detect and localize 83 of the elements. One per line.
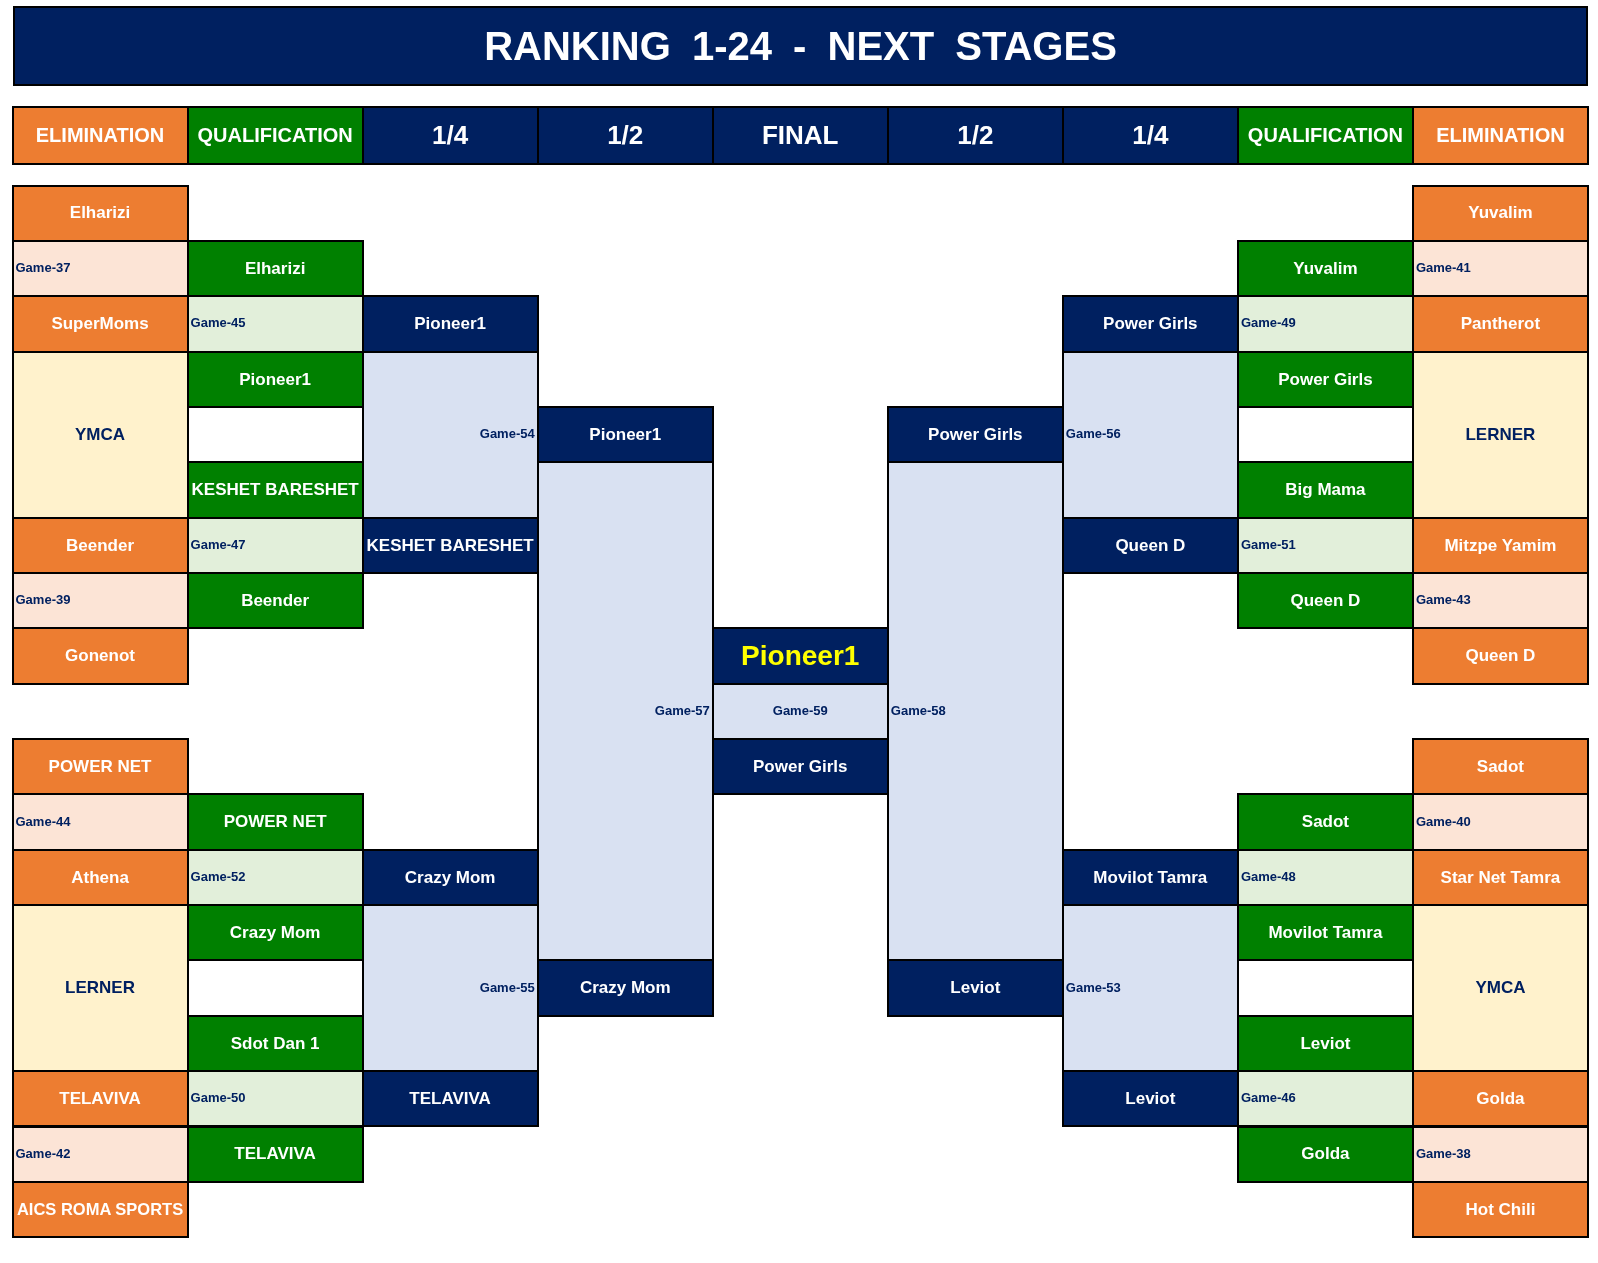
team-cell: Crazy Mom (536, 959, 714, 1017)
game-cell: Game-55 (361, 904, 539, 1073)
team-cell: TELAVIVA (186, 1125, 364, 1183)
team-cell: Leviot (886, 959, 1064, 1017)
team-cell: Yuvalim (1236, 239, 1414, 298)
team-cell: AICS ROMA SPORTS (11, 1180, 189, 1239)
team-cell: Pioneer1 (536, 405, 714, 464)
team-cell: Leviot (1236, 1014, 1414, 1073)
game-cell: Game-43 (1411, 572, 1589, 630)
game-cell: Game-59 (711, 682, 889, 741)
game-cell: Game-45 (186, 295, 364, 353)
team-cell: YMCA (1411, 904, 1589, 1073)
game-cell: Game-54 (361, 350, 539, 519)
team-cell: TELAVIVA (11, 1070, 189, 1128)
stage-header: 1/4 (1061, 106, 1239, 165)
team-cell: Queen D (1411, 627, 1589, 685)
stage-header: FINAL (711, 106, 889, 165)
team-cell: Gonenot (11, 627, 189, 685)
team-cell: Sdot Dan 1 (186, 1014, 364, 1073)
winner-cell: Pioneer1 (711, 627, 889, 685)
team-cell: Big Mama (1236, 461, 1414, 519)
team-cell: Leviot (1061, 1070, 1239, 1128)
team-cell: Golda (1411, 1070, 1589, 1128)
team-cell: Power Girls (1061, 295, 1239, 353)
stage-header: 1/4 (361, 106, 539, 165)
team-cell: POWER NET (186, 793, 364, 851)
game-cell: Game-42 (11, 1125, 189, 1183)
team-cell: Pantherot (1411, 295, 1589, 353)
team-cell: Power Girls (711, 738, 889, 796)
team-cell: Crazy Mom (361, 848, 539, 907)
team-cell: Elharizi (11, 184, 189, 242)
game-cell: Game-41 (1411, 239, 1589, 298)
team-cell: YMCA (11, 350, 189, 519)
team-cell: LERNER (1411, 350, 1589, 519)
game-cell: Game-56 (1061, 350, 1239, 519)
game-cell: Game-58 (886, 461, 1064, 962)
team-cell: SuperMoms (11, 295, 189, 353)
game-cell: Game-48 (1236, 848, 1414, 907)
game-cell: Game-46 (1236, 1070, 1414, 1128)
game-cell: Game-44 (11, 793, 189, 851)
game-cell: Game-47 (186, 516, 364, 574)
team-cell: Golda (1236, 1125, 1414, 1183)
game-cell: Game-39 (11, 572, 189, 630)
team-cell: Sadot (1236, 793, 1414, 851)
team-cell: TELAVIVA (361, 1070, 539, 1128)
team-cell: Beender (186, 572, 364, 630)
stage-header: ELIMINATION (1411, 106, 1589, 165)
team-cell: KESHET BARESHET (361, 516, 539, 574)
stage-header: QUALIFICATION (186, 106, 364, 165)
team-cell: Queen D (1236, 572, 1414, 630)
team-cell: Movilot Tamra (1236, 904, 1414, 962)
game-cell: Game-51 (1236, 516, 1414, 574)
game-cell: Game-52 (186, 848, 364, 907)
team-cell: Athena (11, 848, 189, 907)
team-cell: LERNER (11, 904, 189, 1073)
team-cell: Star Net Tamra (1411, 848, 1589, 907)
team-cell: Queen D (1061, 516, 1239, 574)
game-cell: Game-49 (1236, 295, 1414, 353)
team-cell: Movilot Tamra (1061, 848, 1239, 907)
team-cell: Pioneer1 (186, 350, 364, 408)
game-cell: Game-50 (186, 1070, 364, 1128)
team-cell: POWER NET (11, 738, 189, 796)
stage-header: 1/2 (886, 106, 1064, 165)
game-cell: Game-38 (1411, 1125, 1589, 1183)
stage-header: 1/2 (536, 106, 714, 165)
team-cell: Power Girls (1236, 350, 1414, 408)
team-cell: KESHET BARESHET (186, 461, 364, 519)
game-cell: Game-37 (11, 239, 189, 298)
team-cell: Beender (11, 516, 189, 574)
team-cell: Power Girls (886, 405, 1064, 464)
stage-header: ELIMINATION (11, 106, 189, 165)
team-cell: Hot Chili (1411, 1180, 1589, 1239)
team-cell: Crazy Mom (186, 904, 364, 962)
team-cell: Yuvalim (1411, 184, 1589, 242)
team-cell: Pioneer1 (361, 295, 539, 353)
game-cell: Game-53 (1061, 904, 1239, 1073)
team-cell: Elharizi (186, 239, 364, 298)
game-cell: Game-57 (536, 461, 714, 962)
stage-header: QUALIFICATION (1236, 106, 1414, 165)
team-cell: Sadot (1411, 738, 1589, 796)
game-cell: Game-40 (1411, 793, 1589, 851)
team-cell: Mitzpe Yamim (1411, 516, 1589, 574)
title-banner: RANKING 1-24 - NEXT STAGES (13, 6, 1588, 86)
